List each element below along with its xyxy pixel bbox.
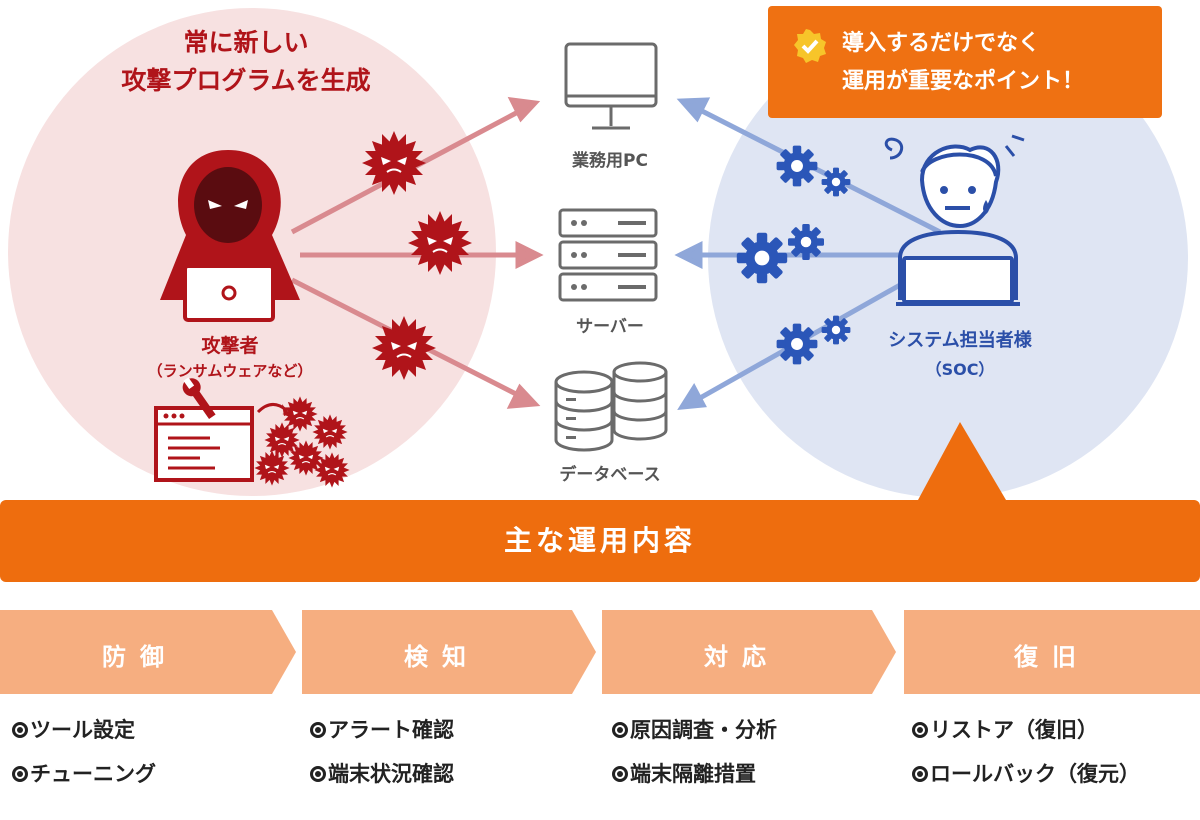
soc-label: システム担当者様: [888, 330, 1032, 351]
key-point-callout: 導入するだけでなく 運用が重要なポイント！: [768, 6, 1162, 118]
hacker-icon: [160, 150, 300, 322]
callout-line2: 運用が重要なポイント！: [842, 69, 1085, 94]
attacker-title-line2: 攻撃プログラムを生成: [121, 66, 371, 95]
bullet-icon: [310, 766, 326, 782]
bullet-icon: [912, 766, 928, 782]
bullet-icon: [612, 722, 628, 738]
sweat-drop-icon: [983, 200, 989, 214]
desktop-icon: [564, 42, 658, 130]
check-badge-icon: [794, 29, 826, 63]
callout-line1: 導入するだけでなく: [842, 31, 1041, 56]
target-label-pc: 業務用PC: [572, 151, 648, 171]
phase-item-text: 端末隔離措置: [630, 762, 756, 786]
attacker-title: 常に新しい 攻撃プログラムを生成: [96, 24, 396, 100]
phase-item-text: チューニング: [30, 762, 156, 786]
phase-item: 端末隔離措置: [612, 758, 756, 788]
phase-item: ツール設定: [12, 714, 135, 744]
attacker-sublabel: （ランサムウェアなど）: [147, 362, 313, 380]
bullet-icon: [12, 766, 28, 782]
phase-chevron-response: [602, 610, 896, 694]
phase-chevron-recovery: [904, 610, 1200, 694]
bullet-icon: [612, 766, 628, 782]
phase-chevrons: [0, 610, 1200, 694]
phase-chevron-defense: [0, 610, 296, 694]
phase-item: ロールバック（復元）: [912, 758, 1140, 788]
phase-chevron-detection: [302, 610, 596, 694]
gear-icon: [776, 145, 851, 197]
phase-item: チューニング: [12, 758, 156, 788]
server-leds: [571, 220, 646, 290]
database-icon: [554, 361, 668, 452]
bullet-icon: [310, 722, 326, 738]
operator-icon: [884, 134, 1025, 306]
gear-icon: [776, 315, 851, 365]
phase-item-text: 原因調査・分析: [630, 718, 777, 742]
bullet-icon: [912, 722, 928, 738]
malware-window-icon: [154, 377, 290, 482]
bullet-icon: [12, 722, 28, 738]
phase-item-text: ロールバック（復元）: [930, 762, 1140, 786]
main-operations-bar: 主な運用内容: [0, 500, 1200, 582]
virus-cluster-icon: [254, 396, 349, 487]
phase-item: 原因調査・分析: [612, 714, 777, 744]
phase-item: 端末状況確認: [310, 758, 454, 788]
attacker-title-line1: 常に新しい: [183, 28, 309, 57]
phase-item-text: ツール設定: [30, 718, 135, 742]
virus-icon: [407, 210, 473, 276]
threat-diagram: [154, 42, 1025, 500]
callout-pointer: [918, 422, 1006, 500]
server-icon: [558, 208, 658, 302]
phase-item-text: リストア（復旧）: [930, 718, 1098, 742]
attacker-label: 攻撃者: [201, 335, 259, 357]
phase-label-defense: 防御: [102, 643, 178, 671]
phase-label-detection: 検知: [404, 643, 480, 671]
phase-item: アラート確認: [310, 714, 454, 744]
phase-item-text: 端末状況確認: [328, 762, 454, 786]
phase-label-response: 対応: [704, 643, 780, 671]
phase-item: リストア（復旧）: [912, 714, 1098, 744]
target-label-server: サーバー: [576, 317, 644, 337]
target-label-database: データベース: [559, 465, 661, 485]
phase-label-recovery: 復旧: [1014, 643, 1090, 671]
virus-icon: [361, 130, 427, 196]
soc-sublabel: （SOC）: [925, 360, 995, 379]
phase-item-text: アラート確認: [328, 718, 454, 742]
